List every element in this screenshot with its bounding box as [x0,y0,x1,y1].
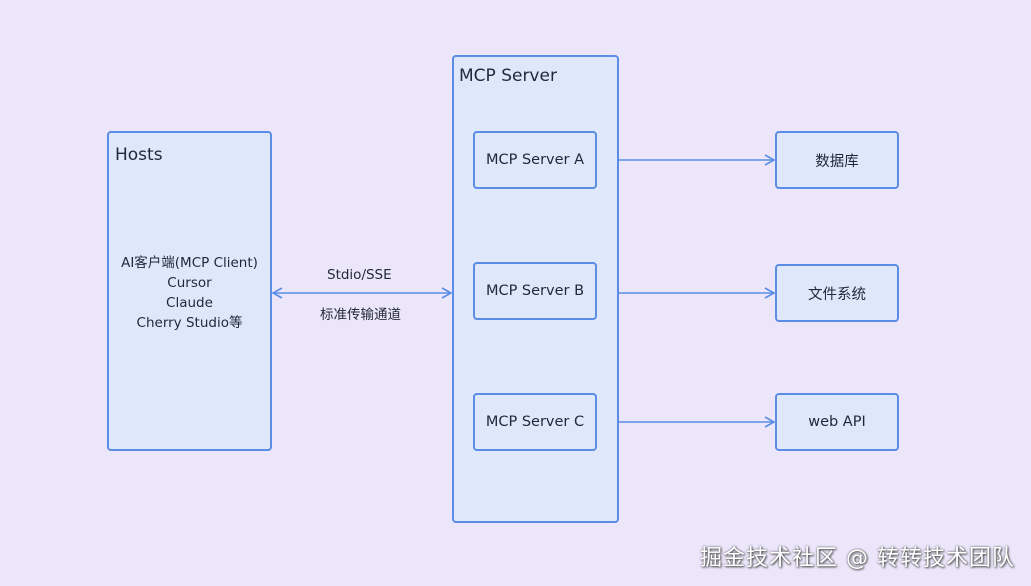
watermark: 掘金技术社区 @ 转转技术团队 [700,546,1015,571]
mcp-server-b-box: MCP Server B [473,262,597,320]
channel-protocol-label: Stdio/SSE [327,267,392,283]
mcp-server-a-box: MCP Server A [473,131,597,189]
hosts-title: Hosts [115,145,163,165]
hosts-line-cherry-studio: Cherry Studio等 [136,315,243,331]
hosts-line-cursor: Cursor [167,275,212,291]
mcp-server-title: MCP Server [459,66,557,86]
mcp-server-c-box: MCP Server C [473,393,597,451]
hosts-list: AI客户端(MCP Client) Cursor Claude Cherry S… [109,253,270,333]
hosts-box: Hosts AI客户端(MCP Client) Cursor Claude Ch… [107,131,272,451]
web-api-box: web API [775,393,899,451]
database-box: 数据库 [775,131,899,189]
channel-description-label: 标准传输通道 [320,307,401,323]
hosts-line-ai-client: AI客户端(MCP Client) [121,255,258,271]
filesystem-box: 文件系统 [775,264,899,322]
hosts-line-claude: Claude [166,295,213,311]
